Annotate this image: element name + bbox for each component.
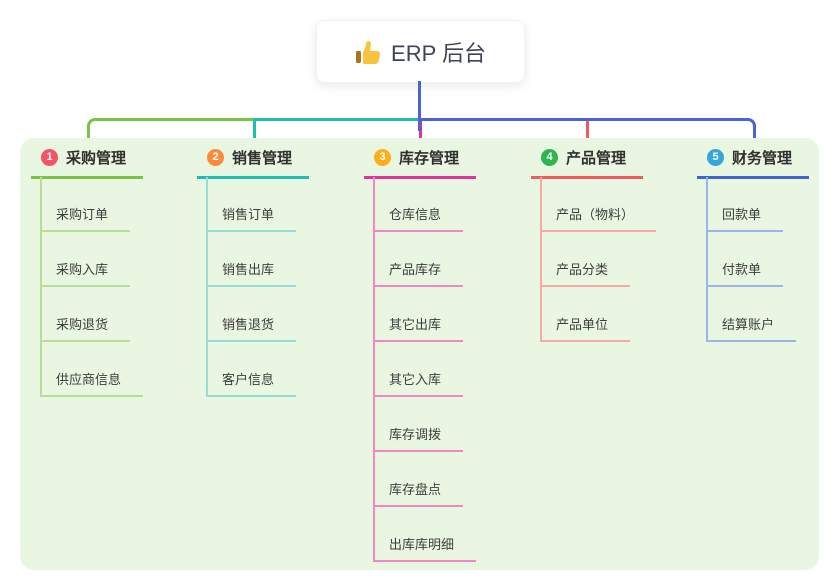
node-item[interactable]: 库存盘点 bbox=[375, 452, 476, 507]
node-item[interactable]: 产品库存 bbox=[375, 232, 476, 287]
branch-header-finance[interactable]: 5 财务管理 bbox=[697, 147, 809, 179]
branch-number-badge: 4 bbox=[541, 149, 558, 166]
node-item[interactable]: 销售订单 bbox=[208, 177, 297, 232]
node-item[interactable]: 采购订单 bbox=[42, 177, 143, 232]
node-item[interactable]: 产品（物料） bbox=[542, 177, 657, 232]
branch-header-product[interactable]: 4 产品管理 bbox=[531, 147, 643, 179]
node-item[interactable]: 其它入库 bbox=[375, 342, 476, 397]
node-item[interactable]: 回款单 bbox=[708, 177, 796, 232]
branch-title: 采购管理 bbox=[66, 150, 127, 167]
branch-header-sales[interactable]: 2 销售管理 bbox=[197, 147, 309, 179]
node-label: 库存盘点 bbox=[375, 479, 464, 507]
branch-children: 回款单 付款单 结算账户 bbox=[706, 177, 797, 342]
branch-title: 库存管理 bbox=[399, 150, 460, 167]
branch-title: 财务管理 bbox=[732, 150, 793, 167]
branch-children: 采购订单 采购入库 采购退货 供应商信息 bbox=[40, 177, 144, 397]
node-label: 仓库信息 bbox=[375, 204, 464, 232]
root-title: ERP 后台 bbox=[391, 40, 486, 66]
connector-root-stem bbox=[418, 81, 421, 120]
node-item[interactable]: 其它出库 bbox=[375, 287, 476, 342]
node-item[interactable]: 产品单位 bbox=[542, 287, 656, 342]
node-label: 付款单 bbox=[708, 259, 784, 287]
node-label: 产品单位 bbox=[542, 314, 631, 342]
branch-number-badge: 2 bbox=[207, 149, 224, 166]
node-label: 供应商信息 bbox=[42, 369, 144, 397]
node-label: 出库库明细 bbox=[375, 534, 477, 562]
node-label: 采购入库 bbox=[42, 259, 131, 287]
node-label: 其它入库 bbox=[375, 369, 464, 397]
branch-children: 销售订单 销售出库 销售退货 客户信息 bbox=[206, 177, 297, 397]
node-label: 结算账户 bbox=[708, 314, 797, 342]
node-item[interactable]: 销售出库 bbox=[208, 232, 297, 287]
branch-children: 产品（物料） 产品分类 产品单位 bbox=[540, 177, 657, 342]
node-label: 产品（物料） bbox=[542, 204, 657, 232]
connector-branch2-horizontal bbox=[253, 118, 423, 121]
root-node-erp[interactable]: ERP 后台 bbox=[316, 20, 525, 83]
node-label: 采购退货 bbox=[42, 314, 131, 342]
node-label: 产品分类 bbox=[542, 259, 631, 287]
node-item[interactable]: 客户信息 bbox=[208, 342, 297, 397]
branch-number-badge: 5 bbox=[707, 149, 724, 166]
node-label: 采购订单 bbox=[42, 204, 131, 232]
node-item[interactable]: 库存调拨 bbox=[375, 397, 476, 452]
branch-title: 销售管理 bbox=[232, 150, 293, 167]
node-item[interactable]: 采购入库 bbox=[42, 232, 143, 287]
node-item[interactable]: 仓库信息 bbox=[375, 177, 476, 232]
node-item[interactable]: 出库库明细 bbox=[375, 507, 477, 562]
node-item[interactable]: 销售退货 bbox=[208, 287, 297, 342]
node-label: 产品库存 bbox=[375, 259, 464, 287]
connector-root-stub bbox=[418, 118, 421, 131]
branch-number-badge: 1 bbox=[41, 149, 58, 166]
node-label: 库存调拨 bbox=[375, 424, 464, 452]
node-label: 回款单 bbox=[708, 204, 784, 232]
branch-number-badge: 3 bbox=[374, 149, 391, 166]
branches-panel bbox=[20, 138, 819, 570]
branch-children: 仓库信息 产品库存 其它出库 其它入库 库存调拨 库存盘点 出库库明细 bbox=[373, 177, 477, 562]
node-item[interactable]: 结算账户 bbox=[708, 287, 797, 342]
node-label: 其它出库 bbox=[375, 314, 464, 342]
thumbs-up-icon bbox=[356, 40, 381, 64]
branch-header-purchase[interactable]: 1 采购管理 bbox=[31, 147, 143, 179]
node-label: 销售退货 bbox=[208, 314, 297, 342]
node-label: 客户信息 bbox=[208, 369, 297, 397]
node-item[interactable]: 付款单 bbox=[708, 232, 796, 287]
branch-header-inventory[interactable]: 3 库存管理 bbox=[364, 147, 476, 179]
node-label: 销售出库 bbox=[208, 259, 297, 287]
node-label: 销售订单 bbox=[208, 204, 297, 232]
node-item[interactable]: 采购退货 bbox=[42, 287, 143, 342]
node-item[interactable]: 供应商信息 bbox=[42, 342, 144, 397]
node-item[interactable]: 产品分类 bbox=[542, 232, 656, 287]
branch-title: 产品管理 bbox=[566, 150, 627, 167]
